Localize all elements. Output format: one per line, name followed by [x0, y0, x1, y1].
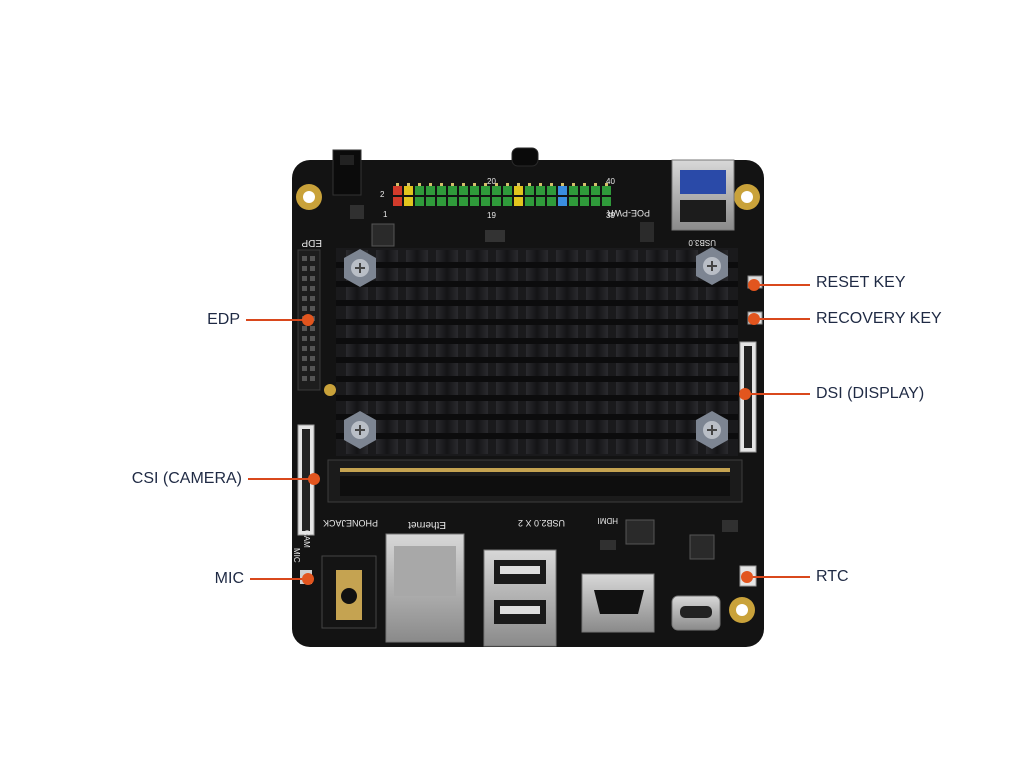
- cam-label: CAM: [302, 530, 311, 548]
- usb3-label: USB3.0: [688, 238, 716, 247]
- pin-2-label: 2: [380, 190, 385, 199]
- ethernet-port: [385, 533, 465, 643]
- callout-lines: [246, 284, 810, 580]
- heatsink-screws: [344, 247, 728, 449]
- poe-pwr-label: POE-PWR: [606, 208, 650, 218]
- hdmi-label: HDMI: [598, 516, 618, 525]
- module-slot: [327, 459, 743, 503]
- ir-receiver: [511, 147, 539, 167]
- usb-c-port: [671, 595, 721, 631]
- callout-dots: [302, 279, 760, 585]
- recovery-callout-dot: [748, 313, 760, 325]
- mic-callout-dot: [302, 573, 314, 585]
- usb2-ports: [483, 549, 557, 647]
- pin-20-label: 20: [487, 177, 496, 186]
- gpio-header: [393, 183, 611, 206]
- pin-39-label: 39: [606, 211, 615, 220]
- mic-silk-label: MIC: [292, 548, 301, 563]
- hdmi-port: [581, 573, 655, 633]
- dsi-callout-label: DSI (DISPLAY): [816, 385, 925, 402]
- pin-40-label: 40: [606, 177, 615, 186]
- dsi-callout-dot: [739, 388, 751, 400]
- csi-callout-dot: [308, 473, 320, 485]
- usb2-label: USB2.0 X 2: [518, 518, 565, 528]
- edp-silk-label: EDP: [301, 237, 322, 248]
- phonejack-label: PHONEJACK: [323, 518, 378, 528]
- rtc-callout-label: RTC: [816, 568, 849, 585]
- mic-callout-label: MIC: [214, 570, 244, 587]
- ethernet-label: Ethernet: [408, 519, 446, 530]
- pin-1-label: 1: [383, 210, 388, 219]
- reset-key-callout-label: RESET KEY: [816, 274, 906, 291]
- usb3-port: [671, 159, 735, 231]
- audio-jack: [321, 555, 377, 629]
- mounting-holes: [296, 184, 760, 623]
- pin-19-label: 19: [487, 211, 496, 220]
- edp-callout-dot: [302, 314, 314, 326]
- reset-callout-dot: [748, 279, 760, 291]
- rtc-callout-dot: [741, 571, 753, 583]
- edp-callout-label: EDP: [207, 311, 240, 328]
- heatsink: [336, 248, 738, 456]
- csi-callout-label: CSI (CAMERA): [131, 470, 242, 487]
- recovery-key-callout-label: RECOVERY KEY: [816, 310, 942, 327]
